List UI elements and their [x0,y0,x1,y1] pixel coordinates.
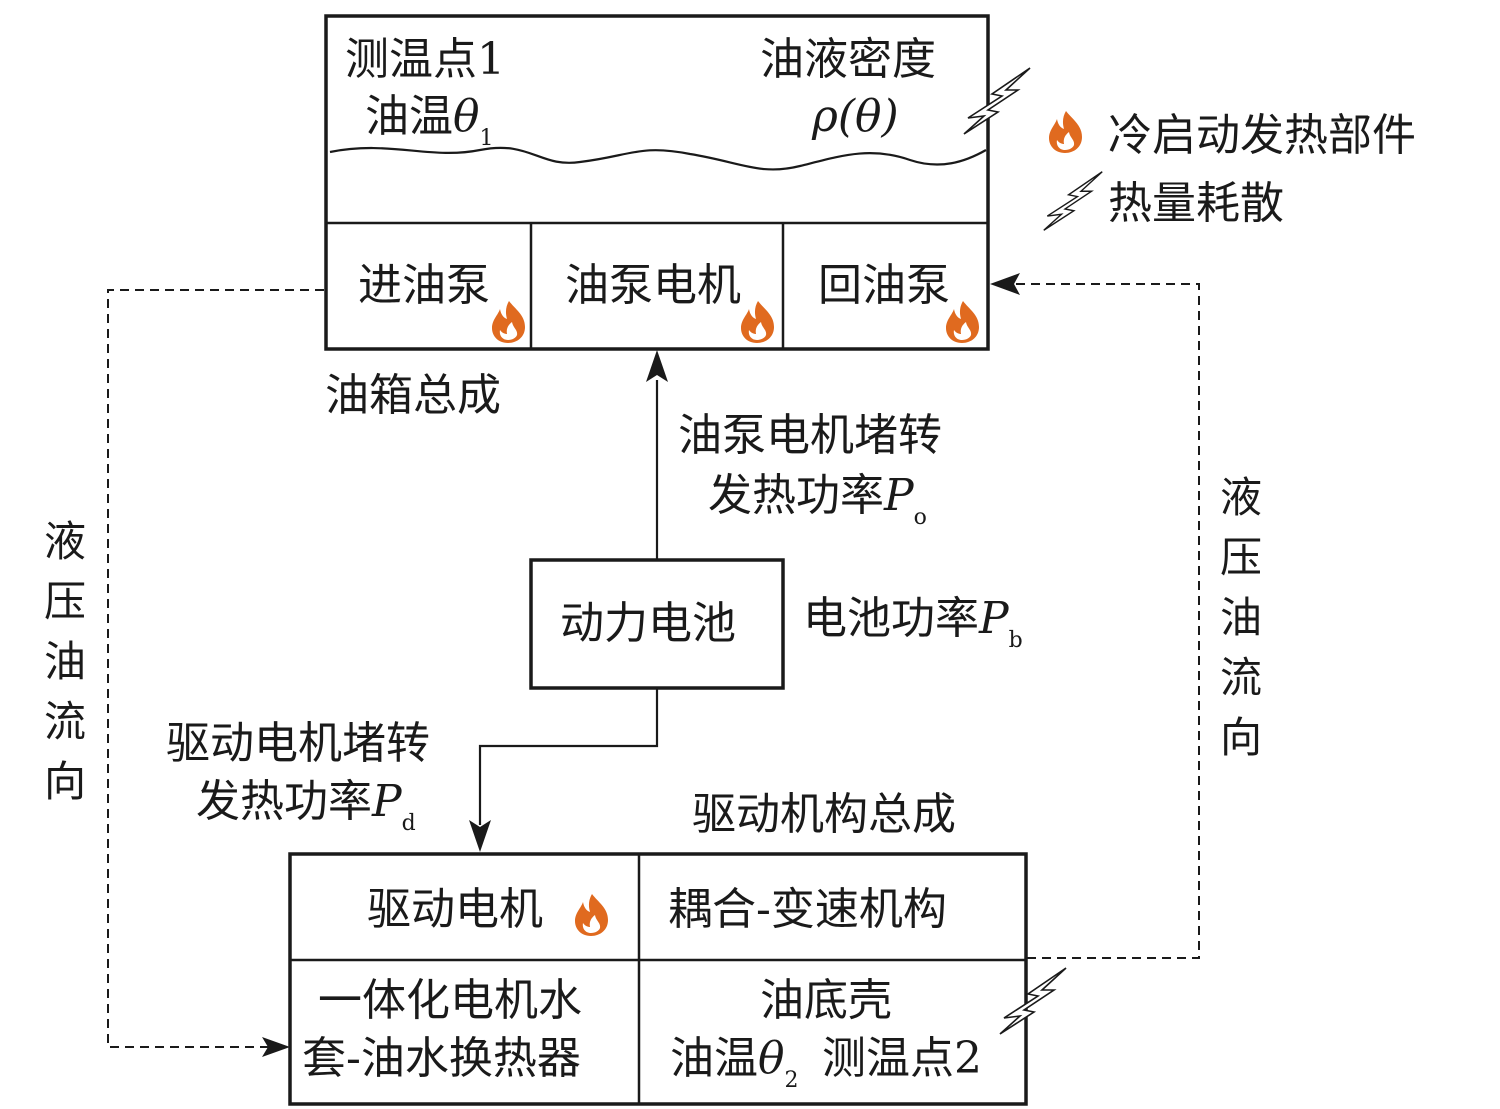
tank-heat-dissipation-bolt-icon [963,67,1031,135]
tank-oil-temp: 油温θ1 [365,91,494,151]
svg-text:向: 向 [44,757,86,806]
svg-text:发热功率Po: 发热功率Po [708,470,927,530]
svg-text:压: 压 [1220,533,1262,582]
svg-text:油: 油 [44,637,86,686]
sensor-point-2-label: 测温点2 [822,1033,982,1084]
oil-tank-outline [324,14,990,351]
drive-mechanism-assembly-title: 驱动机构总成 [692,789,956,840]
sump-oil-temp: 油温θ2 [670,1033,799,1093]
right-flow-dashed-line [1014,283,1200,959]
svg-text:向: 向 [1220,713,1262,762]
legend-cold-start-heat-label: 冷启动发热部件 [1108,110,1416,161]
legend-heat-dissipation-label: 热量耗散 [1108,178,1284,229]
legend-bolt-icon [1043,171,1103,231]
right-flow-arrowhead [990,273,1020,295]
svg-text:液: 液 [44,517,86,566]
svg-text:油泵电机堵转: 油泵电机堵转 [678,410,942,461]
battery-to-drive-motor-line [478,688,659,825]
drive-mechanism-assembly: 驱动机构总成 驱动电机 耦合-变速机构 一体化电机水 套-油水换热器 油底壳 油… [288,789,1067,1106]
return-pump-flame-icon [946,301,979,343]
oil-density-label: 油液密度 [760,34,936,85]
drive-motor-flame-icon [575,894,608,936]
svg-text:油: 油 [1220,593,1262,642]
drive-motor-label: 驱动电机 [367,884,543,935]
left-flow-arrowhead [262,1037,290,1057]
jacket-exchanger-line2: 套-油水换热器 [302,1033,581,1084]
coupling-gear-label: 耦合-变速机构 [668,884,947,935]
battery-power-label: 电池功率Pb [803,593,1023,653]
oil-tank-assembly: 测温点1 油温θ1 油液密度 ρ(θ) 进油泵 油泵电机 回油泵 油箱总成 [324,14,1031,421]
oil-sump-label: 油底壳 [760,975,892,1026]
left-flow-dashed-line [107,289,324,1048]
drive-motor-power-label: 驱动电机堵转 发热功率Pd [166,718,430,836]
oil-surface-wave [329,146,987,171]
left-flow-label: 液 压 油 流 向 [44,517,86,806]
battery-to-pump-motor-arrowhead [646,350,668,382]
battery-to-drive-motor-arrowhead [469,820,491,852]
power-battery-label: 动力电池 [560,598,736,649]
hydraulic-flow-left: 液 压 油 流 向 [44,289,324,1057]
pump-motor-label: 油泵电机 [565,260,741,311]
pump-motor-flame-icon [741,301,774,343]
svg-text:流: 流 [1220,653,1262,702]
right-flow-label: 液 压 油 流 向 [1220,473,1262,762]
drive-mechanism-outline [288,852,1028,1106]
oil-density-symbol: ρ(θ) [811,91,899,142]
svg-text:驱动电机堵转: 驱动电机堵转 [166,718,430,769]
hydraulic-flow-right: 液 压 油 流 向 [990,273,1262,959]
sump-heat-dissipation-bolt-icon [999,967,1067,1035]
jacket-exchanger-line1: 一体化电机水 [318,975,582,1026]
pump-motor-power-label: 油泵电机堵转 发热功率Po [678,410,942,530]
legend-flame-icon [1049,111,1082,153]
svg-text:液: 液 [1220,473,1262,522]
inlet-pump-label: 进油泵 [358,260,490,311]
power-battery-group: 动力电池 电池功率Pb 油泵电机堵转 发热功率Po 驱动电机堵转 发热功率Pd [166,350,1023,852]
inlet-pump-flame-icon [492,301,525,343]
svg-text:流: 流 [44,697,86,746]
svg-text:压: 压 [44,577,86,626]
sensor-point-1-label: 测温点1 [345,34,505,85]
svg-text:发热功率Pd: 发热功率Pd [196,776,416,836]
return-pump-label: 回油泵 [818,260,950,311]
legend: 冷启动发热部件 热量耗散 [1043,110,1416,231]
oil-tank-assembly-title: 油箱总成 [325,370,501,421]
